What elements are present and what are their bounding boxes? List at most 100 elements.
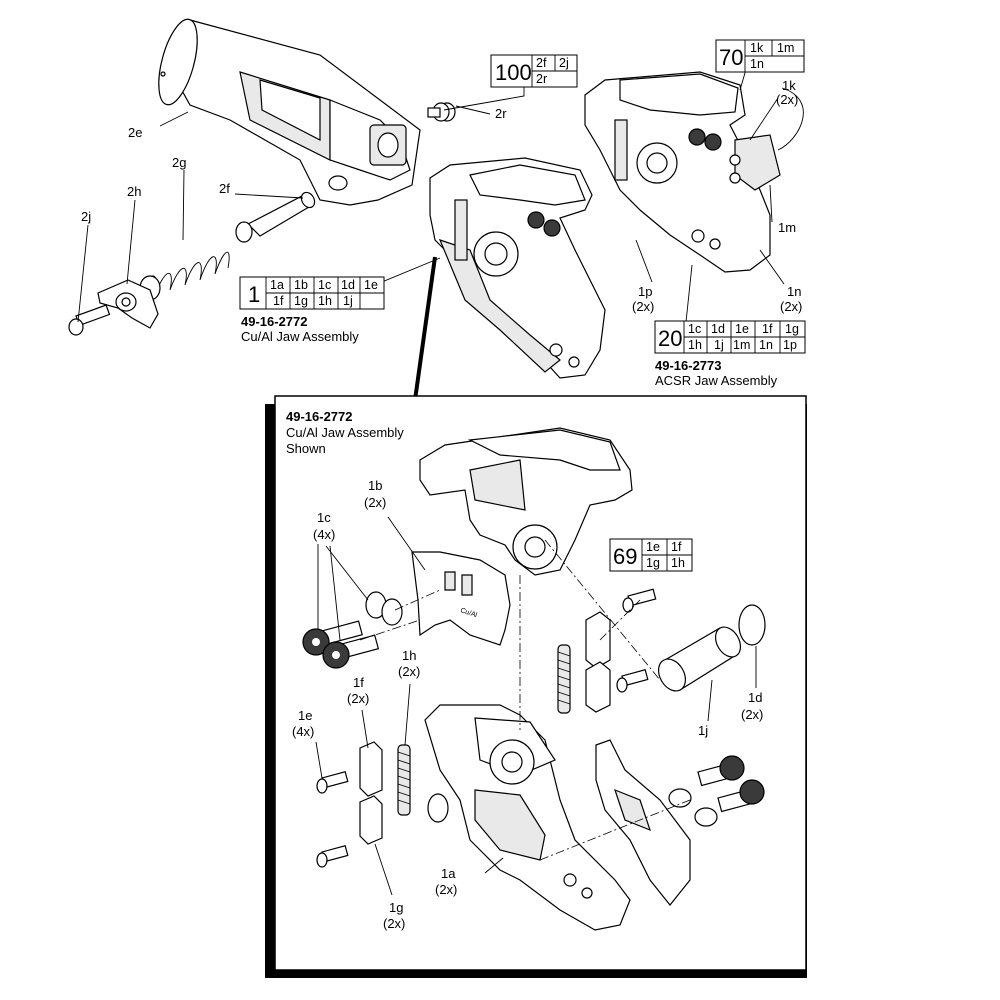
- label-2e: 2e: [128, 125, 142, 140]
- spring-1h-right: [557, 644, 571, 714]
- lower-jaw-half: [424, 704, 631, 931]
- ring-1c: [381, 598, 403, 626]
- kit-1-cell: 1b: [294, 278, 308, 292]
- label-2h: 2h: [127, 184, 141, 199]
- back-plate: [595, 739, 691, 906]
- kit-20-number: 20: [658, 326, 682, 351]
- label-1a: 1a: [441, 866, 456, 881]
- pin-2f: [235, 191, 316, 243]
- ring-1d: [738, 604, 766, 646]
- kit-table-69: 69 1e 1f 1g 1h: [609, 538, 693, 572]
- label-1g-qty: (2x): [383, 916, 405, 931]
- kit-69-cell: 1e: [646, 540, 660, 554]
- kit-20-cell: 1j: [714, 338, 724, 352]
- label-2f: 2f: [219, 181, 230, 196]
- kit-20-cell: 1p: [783, 338, 797, 352]
- detail-shown-caption: Shown: [286, 441, 326, 456]
- kit-1-cell: 1f: [273, 294, 284, 308]
- label-1d: 1d: [748, 690, 762, 705]
- label-1d-qty: (2x): [741, 707, 763, 722]
- acsr-assembly-name: ACSR Jaw Assembly: [655, 373, 778, 388]
- label-1a-qty: (2x): [435, 882, 457, 897]
- kit-1-cell: 1e: [364, 278, 378, 292]
- cual-jaw-assembly: [429, 157, 606, 379]
- kit-1-cell: 1d: [341, 278, 355, 292]
- pin-2r: [427, 102, 456, 122]
- label-1k: 1k: [782, 78, 796, 93]
- kit-70-number: 70: [719, 45, 743, 70]
- kit-20-cell: 1m: [733, 338, 750, 352]
- screws-1e-left: [316, 771, 349, 868]
- clip-1f-right: [585, 611, 611, 713]
- label-2r: 2r: [495, 106, 507, 121]
- pin-1j: [657, 626, 742, 692]
- kit-table-70: 70 1k 1m 1n: [715, 39, 805, 73]
- acsr-part-number: 49-16-2773: [655, 358, 722, 373]
- screws-1c-right: [697, 755, 765, 813]
- kit-100-cell: 2f: [536, 56, 547, 70]
- kit-100-number: 100: [495, 60, 532, 85]
- label-1c: 1c: [317, 510, 331, 525]
- kit-table-20: 20 1c 1d 1e 1f 1g 1h 1j 1m 1n 1p: [654, 320, 806, 354]
- kit-1-cell: 1j: [343, 294, 353, 308]
- label-1p: 1p: [638, 284, 652, 299]
- kit-table-1: 1 1a 1b 1c 1d 1e 1f 1g 1h 1j: [239, 276, 385, 310]
- kit-1-cell: 1h: [318, 294, 332, 308]
- kit-69-number: 69: [613, 544, 637, 569]
- label-2g: 2g: [172, 155, 186, 170]
- kit-70-cell: 1m: [777, 41, 794, 55]
- kit-69-cell: 1h: [671, 556, 685, 570]
- ring-1d-lower: [668, 788, 692, 808]
- screw-2j: [68, 304, 111, 336]
- kit-20-cell: 1f: [762, 322, 773, 336]
- screw-1e-right: [616, 588, 657, 693]
- detail-part-number: 49-16-2772: [286, 409, 353, 424]
- label-1h: 1h: [402, 648, 416, 663]
- spring-1h-left: [397, 744, 411, 816]
- kit-70-cell: 1k: [750, 41, 764, 55]
- label-1e: 1e: [298, 708, 312, 723]
- label-1b-qty: (2x): [364, 495, 386, 510]
- kit-table-100: 100 2f 2j 2r: [490, 54, 578, 88]
- kit-69-cell: 1g: [646, 556, 660, 570]
- ring-1c-lower: [427, 793, 449, 823]
- kit-69-cell: 1f: [671, 540, 682, 554]
- label-1b: 1b: [368, 478, 382, 493]
- detail-assembly-name: Cu/Al Jaw Assembly: [286, 425, 404, 440]
- upper-jaw-half: [419, 427, 633, 576]
- label-1k-qty: (2x): [776, 92, 798, 107]
- kit-1-cell: 1c: [318, 278, 331, 292]
- kit-20-cell: 1c: [688, 322, 701, 336]
- label-1f-qty: (2x): [347, 691, 369, 706]
- label-2j: 2j: [81, 209, 91, 224]
- kit-100-cell: 2r: [536, 72, 547, 86]
- cual-part-number: 49-16-2772: [241, 314, 308, 329]
- kit-20-cell: 1h: [688, 338, 702, 352]
- kit-100-cell: 2j: [559, 56, 569, 70]
- label-1g: 1g: [389, 900, 403, 915]
- kit-1-number: 1: [248, 282, 260, 307]
- label-1n-qty: (2x): [780, 299, 802, 314]
- kit-20-cell: 1d: [711, 322, 725, 336]
- label-1h-qty: (2x): [398, 664, 420, 679]
- label-1n: 1n: [787, 284, 801, 299]
- kit-70-cell: 1n: [750, 57, 764, 71]
- kit-1-cell: 1g: [294, 294, 308, 308]
- label-1c-qty: (4x): [313, 527, 335, 542]
- label-1f: 1f: [353, 675, 364, 690]
- ring-1d-lower: [694, 807, 718, 827]
- clip-1f-left: [359, 741, 383, 845]
- label-1m: 1m: [778, 220, 796, 235]
- acsr-jaw-assembly: [584, 71, 781, 273]
- cual-assembly-name: Cu/Al Jaw Assembly: [241, 329, 359, 344]
- plate-1b: Cu/Al: [411, 551, 511, 646]
- screws-1c: [302, 620, 380, 669]
- kit-20-cell: 1e: [735, 322, 749, 336]
- label-1e-qty: (4x): [292, 724, 314, 739]
- housing-2e: [158, 18, 421, 206]
- kit-20-cell: 1n: [759, 338, 773, 352]
- kit-20-cell: 1g: [785, 322, 799, 336]
- label-1p-qty: (2x): [632, 299, 654, 314]
- label-1j: 1j: [698, 723, 708, 738]
